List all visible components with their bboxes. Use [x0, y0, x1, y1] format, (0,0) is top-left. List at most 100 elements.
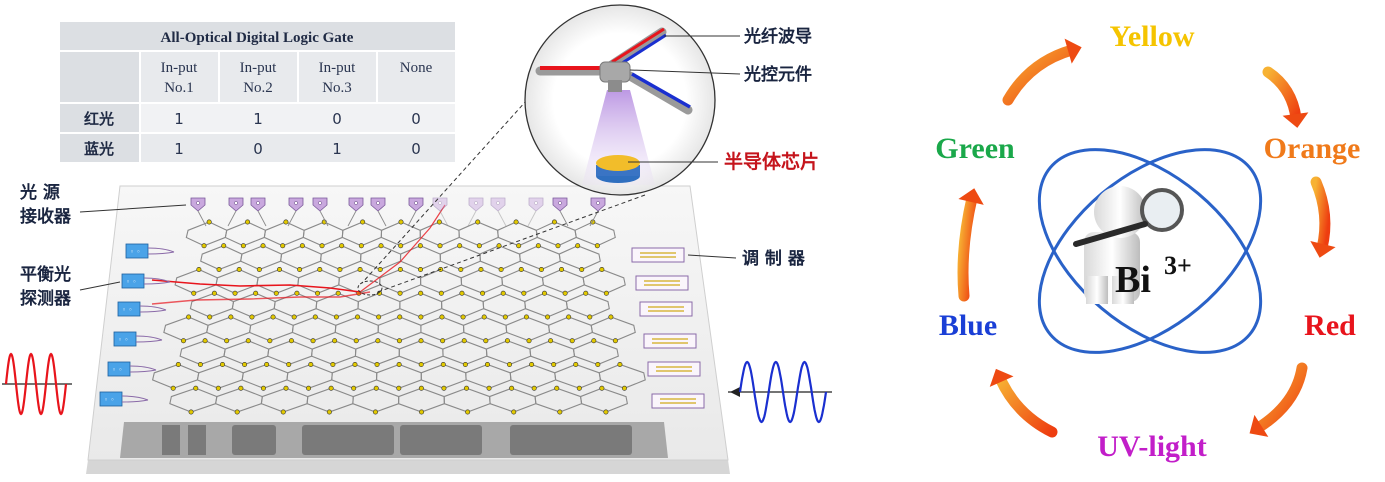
mesh-node — [273, 290, 279, 296]
mesh-node — [319, 243, 325, 249]
red-output-path — [359, 204, 446, 293]
mesh-node — [440, 338, 446, 344]
mesh-node — [478, 266, 484, 272]
table-header-3-line2: No.3 — [322, 80, 352, 96]
detector: ◦ ◦ — [125, 243, 175, 259]
table-header-2-line2: No.2 — [243, 80, 273, 96]
detector: ◦ ◦ — [113, 331, 163, 347]
mesh-node — [617, 361, 623, 367]
mesh-node — [201, 243, 207, 249]
chip-edge — [86, 460, 730, 474]
table-header-cell — [378, 52, 455, 102]
mesh-node — [483, 338, 489, 344]
table-cell: 0 — [411, 140, 421, 158]
table-cell: 1 — [332, 140, 342, 158]
mesh-node — [328, 385, 334, 391]
mesh-node — [333, 314, 339, 320]
mesh-node — [373, 385, 379, 391]
mesh-node — [306, 385, 312, 391]
detector: ◦ ◦ — [99, 391, 149, 407]
row-label-bg — [60, 134, 139, 162]
orbit-ellipse-1 — [1037, 148, 1263, 354]
balanced-detectors: ◦ ◦◦ ◦◦ ◦◦ ◦◦ ◦◦ ◦ — [99, 243, 175, 407]
svg-text:◦ ◦: ◦ ◦ — [118, 336, 128, 344]
figure-leg — [1086, 276, 1108, 304]
mesh-node — [541, 290, 547, 296]
mesh-node — [291, 314, 297, 320]
fiber — [605, 27, 667, 71]
mesh-node — [418, 266, 424, 272]
mesh-node — [288, 338, 294, 344]
mesh-node — [397, 314, 403, 320]
zoom-line — [361, 99, 528, 284]
mesh-node — [551, 361, 557, 367]
mesh-node — [591, 338, 597, 344]
mesh-node — [186, 314, 192, 320]
control-element-stem — [608, 80, 622, 92]
mesh-node — [372, 409, 378, 415]
mesh-node — [504, 338, 510, 344]
mesh-node — [465, 409, 471, 415]
bottom-pad — [302, 425, 394, 455]
blue-wave — [728, 360, 832, 424]
bi-symbol: Bi — [1115, 259, 1151, 301]
detector: ◦ ◦ — [121, 273, 171, 289]
mesh-node — [299, 243, 305, 249]
leader-line — [79, 281, 121, 291]
table-title-bg — [60, 22, 455, 50]
mesh-node — [283, 219, 289, 225]
mesh-node — [276, 266, 282, 272]
mesh-node — [419, 409, 425, 415]
table-corner — [60, 52, 139, 102]
mesh-node — [566, 314, 572, 320]
mesh-node — [221, 243, 227, 249]
mesh-node — [569, 338, 575, 344]
mesh-node — [463, 385, 469, 391]
label-detector: 探测器 — [20, 288, 72, 309]
mesh-node — [396, 338, 402, 344]
mesh-node — [332, 338, 338, 344]
mesh-node — [557, 409, 563, 415]
magnifier-handle — [1073, 221, 1148, 247]
red-signal-path — [151, 279, 361, 293]
light-source-tab — [490, 197, 507, 227]
modulator — [643, 333, 697, 349]
modulator — [635, 275, 689, 291]
mesh-node — [224, 338, 230, 344]
mesh-node — [418, 314, 424, 320]
mesh-node — [188, 409, 194, 415]
mesh-node — [398, 243, 404, 249]
mesh-node — [256, 266, 262, 272]
mesh-node — [378, 243, 384, 249]
light-source-tab — [589, 197, 606, 227]
label-green: Green — [935, 132, 1015, 165]
row-label-blue: 蓝光 — [84, 140, 114, 158]
table-header-cell — [299, 52, 376, 102]
mesh-node — [418, 338, 424, 344]
label-balanced: 平衡光 — [20, 264, 71, 285]
mesh-node — [599, 266, 605, 272]
mesh-node — [418, 385, 424, 391]
logic-table: All-Optical Digital Logic Gate In-put No… — [60, 22, 455, 162]
mesh-node — [245, 219, 251, 225]
label-orange: Orange — [1264, 132, 1361, 165]
mesh-node — [554, 385, 560, 391]
mesh-node — [352, 361, 358, 367]
label-uv-light: UV-light — [1097, 430, 1206, 463]
light-source-tab — [347, 197, 364, 227]
mesh-node — [191, 290, 197, 296]
mesh-node — [476, 243, 482, 249]
mesh-node — [612, 338, 618, 344]
mesh-node — [548, 338, 554, 344]
mesh-node — [538, 266, 544, 272]
mesh-node — [484, 361, 490, 367]
mesh-node — [193, 385, 199, 391]
mesh-node — [417, 243, 423, 249]
curved-arrow-icon — [1310, 176, 1336, 258]
svg-text:◦ ◦: ◦ ◦ — [122, 306, 132, 314]
table-header-3-line1: In-put — [319, 60, 356, 76]
label-semiconductor-chip: 半导体芯片 — [724, 150, 819, 173]
bottom-pad — [400, 425, 482, 455]
row-label-red: 红光 — [84, 110, 114, 128]
mesh-node — [460, 314, 466, 320]
